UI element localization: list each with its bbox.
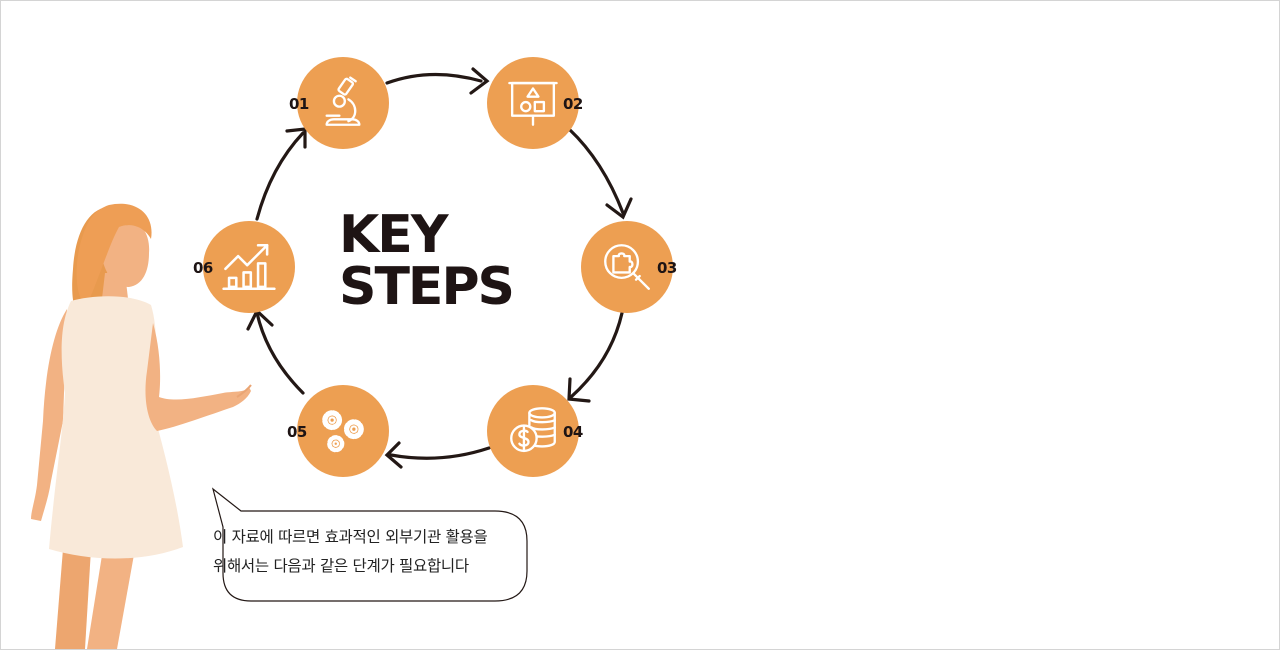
arrowhead-01-02: [469, 67, 490, 95]
speech-bubble: [211, 487, 528, 602]
step-02-circle: [487, 57, 579, 149]
step-number: 06: [193, 259, 213, 277]
title-line-1: KEY: [339, 205, 448, 265]
step-05-circle: [297, 385, 389, 477]
gears-icon: [322, 410, 364, 453]
arrowhead-03-04: [567, 377, 591, 403]
growth-chart-icon: [222, 243, 276, 291]
step-number: 05: [287, 423, 307, 441]
arrowhead-02-03: [605, 197, 633, 220]
speech-line-1: 이 자료에 따르면 효과적인 외부기관 활용을: [213, 528, 488, 546]
speech-bubble-text: 이 자료에 따르면 효과적인 외부기관 활용을 위해서는 다음과 같은 단계가 …: [213, 523, 523, 581]
woman-presenter-illustration: [31, 203, 252, 649]
puzzle-magnifier-icon: [604, 244, 650, 290]
step-01-circle: [297, 57, 389, 149]
dollar-coins-icon: [510, 407, 556, 453]
step-04-circle: [487, 385, 579, 477]
arrow-01-02: [385, 72, 483, 85]
step-number: 04: [563, 423, 583, 441]
presentation-board-shapes-icon: [508, 81, 558, 126]
step-number: 02: [563, 95, 583, 113]
step-number: 01: [289, 95, 309, 113]
arrow-06-01: [255, 131, 305, 221]
step-number: 03: [657, 259, 677, 277]
arrow-03-04: [569, 311, 624, 399]
arrow-04-05: [389, 446, 491, 460]
step-03-circle: [581, 221, 673, 313]
diagram-title: KEY STEPS: [339, 205, 515, 317]
arrow-05-06: [255, 311, 305, 395]
arrow-02-03: [567, 127, 625, 215]
speech-line-2: 위해서는 다음과 같은 단계가 필요합니다: [213, 557, 469, 575]
microscope-icon: [325, 76, 361, 126]
title-line-2: STEPS: [339, 257, 515, 317]
step-06-circle: [203, 221, 295, 313]
arrowhead-04-05: [384, 441, 403, 469]
